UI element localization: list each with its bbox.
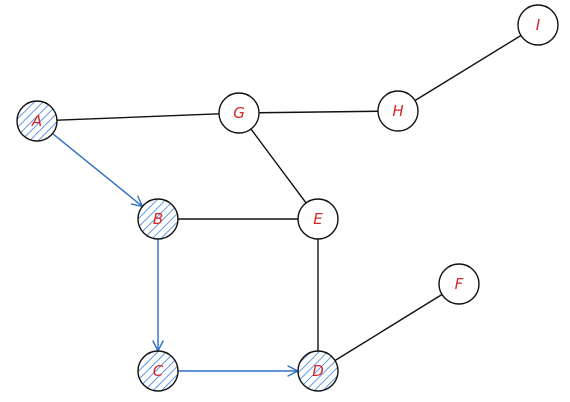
edge-h-i (414, 34, 522, 102)
edge-a-b (51, 132, 144, 208)
node-circle (517, 4, 559, 46)
node-circle (438, 263, 480, 305)
node-e: E (297, 198, 339, 240)
edge-b-c (152, 238, 164, 352)
node-label: E (313, 210, 323, 228)
node-b: B (137, 198, 179, 240)
node-label: D (312, 362, 324, 380)
node-circle (297, 350, 339, 392)
node-g: G (218, 92, 260, 134)
edge-d-f (334, 293, 443, 362)
edges-layer (51, 34, 522, 377)
node-label: F (455, 275, 464, 293)
node-circle (377, 90, 419, 132)
edge-g-e (250, 128, 307, 204)
node-label: H (392, 102, 403, 120)
node-circle (137, 198, 179, 240)
node-label: I (536, 16, 541, 34)
node-circle (297, 198, 339, 240)
node-label: A (31, 112, 42, 130)
node-h: H (377, 90, 419, 132)
node-label: C (153, 362, 164, 380)
node-c: C (137, 350, 179, 392)
edge-a-g (56, 113, 220, 121)
node-d: D (297, 350, 339, 392)
node-f: F (438, 263, 480, 305)
edge-c-d (177, 365, 299, 377)
node-circle (137, 350, 179, 392)
node-circle (218, 92, 260, 134)
edge-g-h (258, 110, 379, 114)
nodes-layer: A B C D E F G H I (16, 4, 559, 392)
node-circle (16, 100, 58, 142)
node-i: I (517, 4, 559, 46)
node-label: B (153, 210, 163, 228)
node-label: G (233, 104, 245, 122)
node-a: A (16, 100, 58, 142)
